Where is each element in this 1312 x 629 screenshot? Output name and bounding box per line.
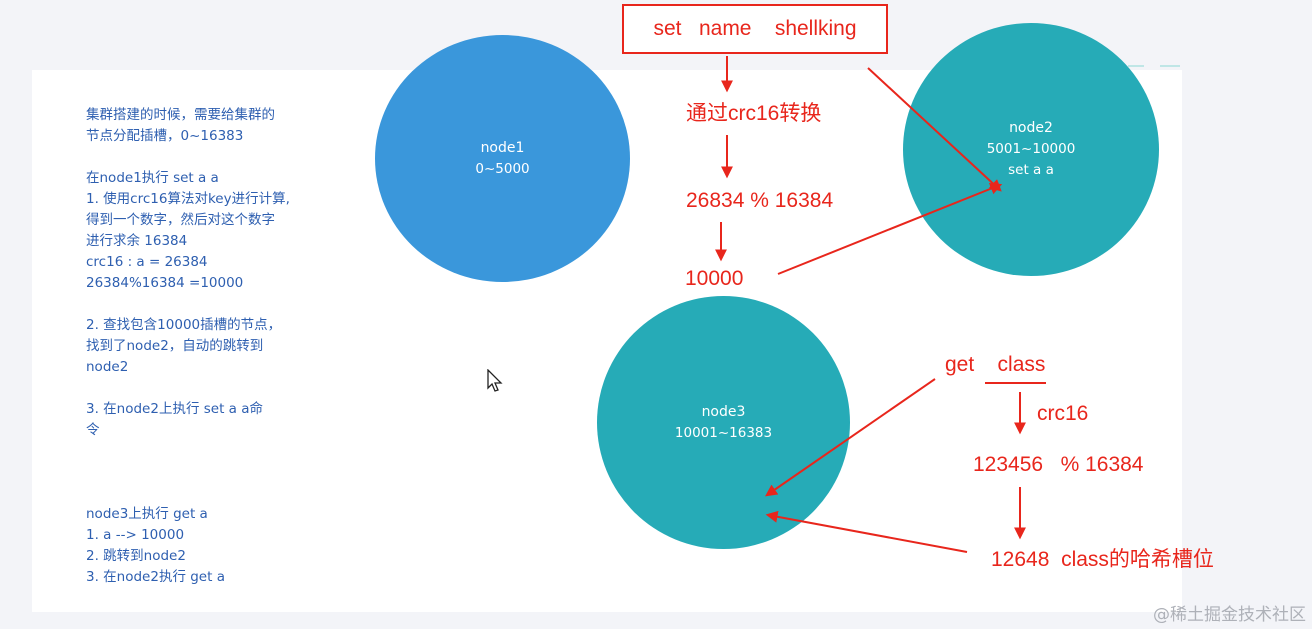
- note-line: 2. 查找包含10000插槽的节点，: [86, 317, 282, 333]
- command-box: set name shellking: [622, 4, 888, 54]
- node3-circle: node3 10001~16383: [597, 296, 850, 549]
- note-line: node2: [86, 359, 129, 375]
- decor-line: [1128, 65, 1144, 67]
- decor-line: [1160, 65, 1180, 67]
- note-line: node3上执行 get a: [86, 506, 208, 522]
- node2-command: set a a: [1008, 162, 1054, 178]
- mouse-cursor-icon: [487, 369, 503, 392]
- note-line: 26384%16384 =10000: [86, 275, 244, 291]
- node1-circle: node1 0~5000: [375, 35, 630, 282]
- result-label: 10000: [685, 267, 744, 290]
- note-line: 3. 在node2上执行 set a a命: [86, 401, 264, 417]
- note-line: 3. 在node2执行 get a: [86, 569, 225, 585]
- explanation-notes: 集群搭建的时候，需要给集群的 节点分配插槽，0~16383 在node1执行 s…: [86, 105, 336, 588]
- slot-label: 12648 class的哈希槽位: [991, 548, 1214, 571]
- modulo2-label: 123456 % 16384: [973, 453, 1144, 476]
- crc-convert-label: 通过crc16转换: [686, 102, 822, 125]
- node3-name: node3: [701, 403, 746, 420]
- arrow-to-node2-b: [777, 183, 1003, 275]
- note-line: 进行求余 16384: [86, 233, 188, 249]
- note-line: 令: [86, 422, 100, 438]
- node1-name: node1: [480, 139, 525, 156]
- arrow-to-node3-b: [765, 510, 968, 553]
- arrow-to-node3-a: [765, 378, 936, 497]
- watermark: @稀土掘金技术社区: [1153, 605, 1306, 625]
- note-line: 在node1执行 set a a: [86, 170, 219, 186]
- note-line: 找到了node2，自动的跳转到: [86, 338, 264, 354]
- arrow-to-node2-a: [867, 67, 1002, 192]
- note-line: crc16 : a = 26384: [86, 254, 208, 270]
- note-line: 2. 跳转到node2: [86, 548, 186, 564]
- note-line: 节点分配插槽，0~16383: [86, 128, 244, 144]
- note-line: 1. a --> 10000: [86, 527, 185, 543]
- modulo-label: 26834 % 16384: [686, 189, 834, 212]
- node2-name: node2: [1009, 120, 1053, 136]
- note-line: 得到一个数字，然后对这个数字: [86, 212, 275, 228]
- command-text: set name shellking: [653, 17, 857, 40]
- get-class-label: get class: [945, 353, 1046, 376]
- note-line: 1. 使用crc16算法对key进行计算,: [86, 191, 290, 207]
- crc16-label: crc16: [1037, 402, 1089, 425]
- node2-range: 5001~10000: [986, 141, 1076, 157]
- node3-range: 10001~16383: [674, 424, 773, 441]
- node2-circle: node2 5001~10000 set a a: [903, 23, 1159, 276]
- node1-range: 0~5000: [475, 160, 530, 177]
- note-line: 集群搭建的时候，需要给集群的: [86, 107, 275, 123]
